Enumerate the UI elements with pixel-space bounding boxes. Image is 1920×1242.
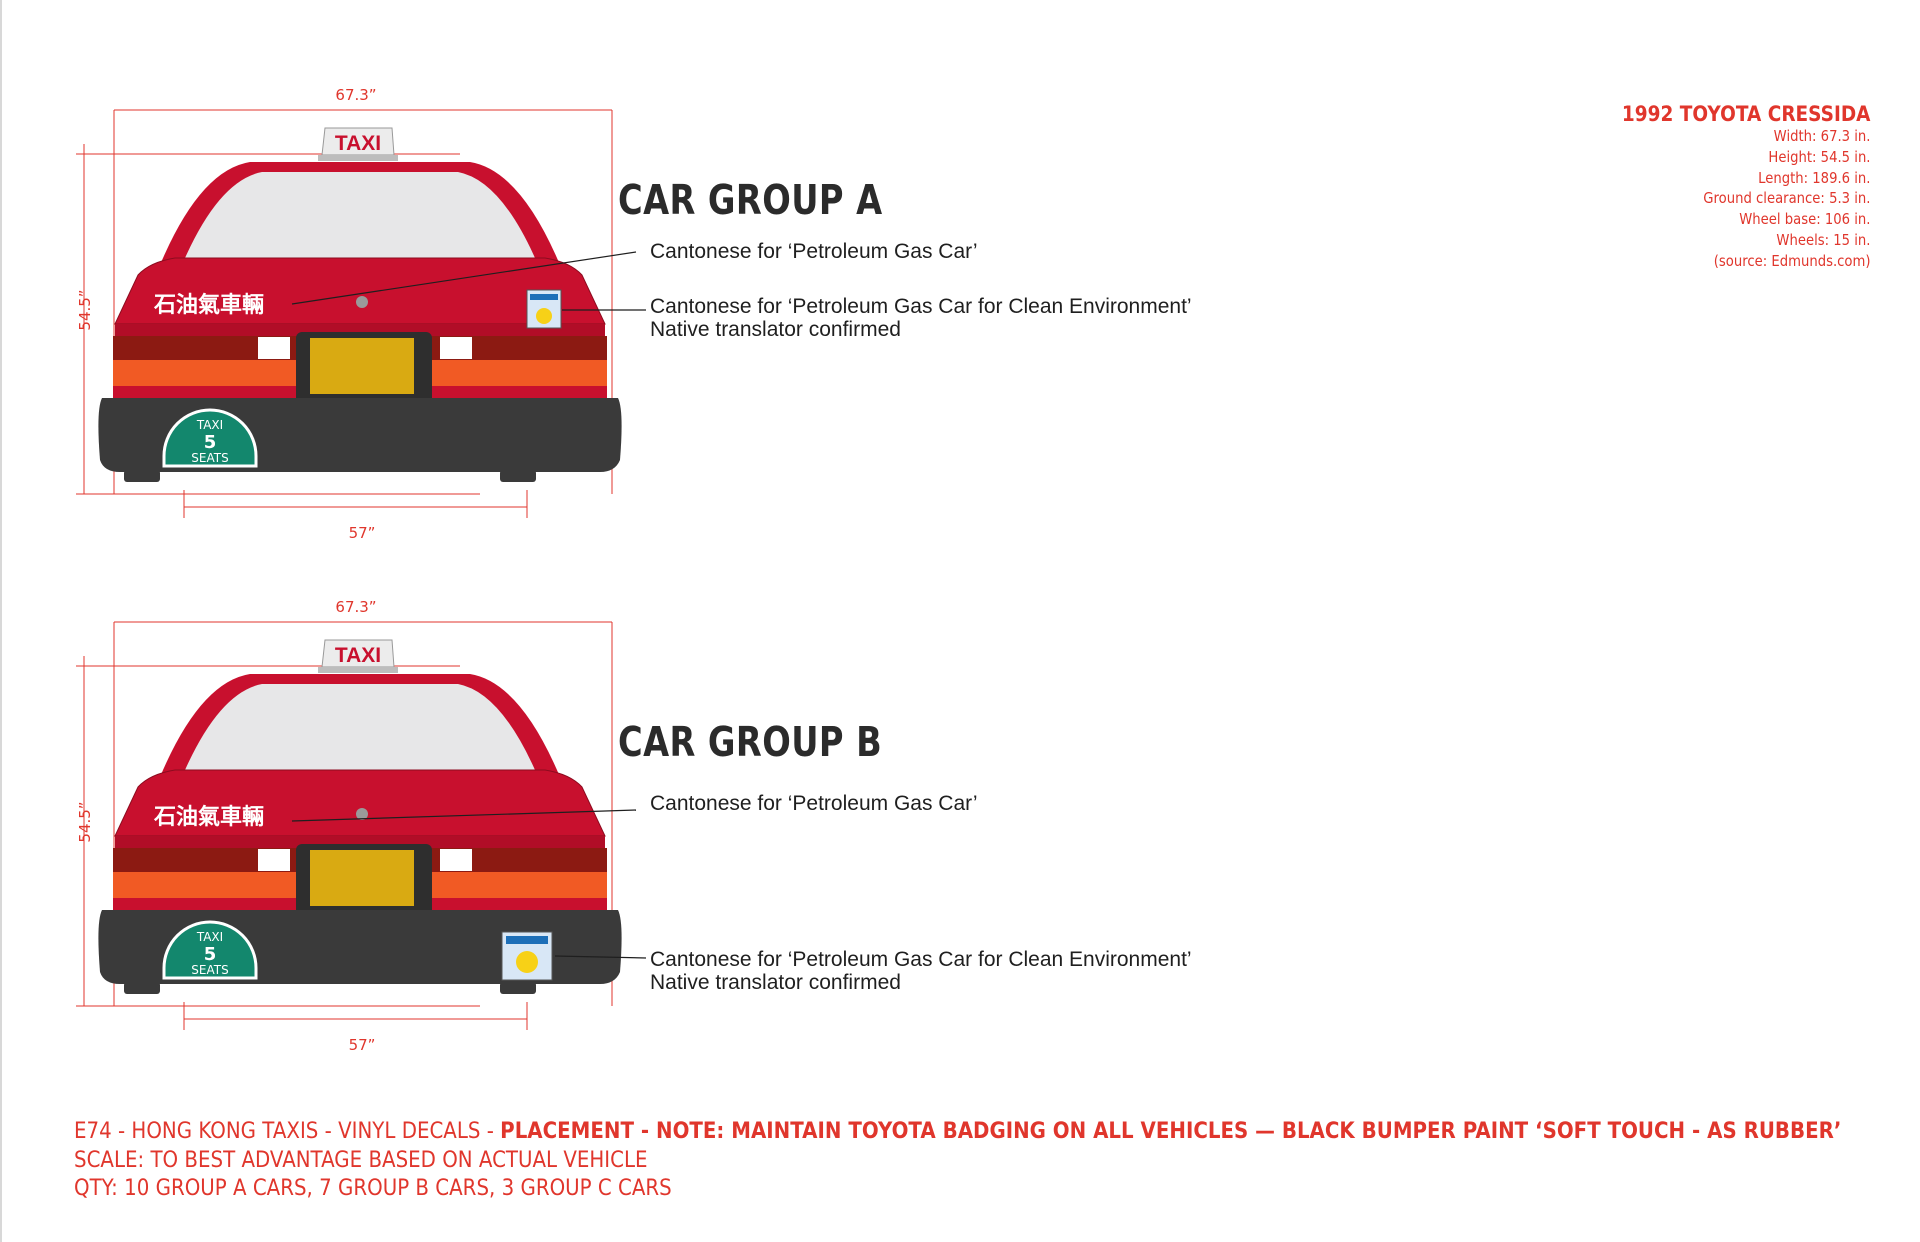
group-b-title: CAR GROUP B xyxy=(618,718,883,766)
roof-sign-text: TAXI xyxy=(335,644,381,667)
callout-text: Cantonese for ‘Petroleum Gas Car’ xyxy=(650,240,978,263)
license-plate xyxy=(310,850,414,906)
exhaust-left xyxy=(124,470,160,482)
exhaust-right xyxy=(500,470,536,482)
trunk-lid xyxy=(114,257,606,325)
vehicle-spec-block: 1992 TOYOTA CRESSIDA Width: 67.3 in. Hei… xyxy=(1588,102,1870,272)
roof-sign-base xyxy=(318,155,398,161)
reverse-light-right xyxy=(440,849,472,871)
spec-wheel-base: Wheel base: 106 in. xyxy=(1738,210,1870,229)
footer-notes: E74 - HONG KONG TAXIS - VINYL DECALS - P… xyxy=(74,1118,1841,1204)
badge-bottom-text: SEATS xyxy=(191,963,228,977)
footer-line-3: QTY: 10 GROUP A CARS, 7 GROUP B CARS, 3 … xyxy=(74,1176,672,1201)
callout-subtext: Native translator confirmed xyxy=(650,318,901,341)
taxi-rear-view: TAXI 石油氣車輛 TAXI 5 SEATS xyxy=(98,127,622,482)
spec-height: Height: 54.5 in. xyxy=(1767,147,1870,166)
track-dimension: 57” xyxy=(349,1036,376,1054)
reverse-light-left xyxy=(258,337,290,359)
license-plate xyxy=(310,338,414,394)
clean-environment-sticker xyxy=(501,931,553,981)
reverse-light-right xyxy=(440,337,472,359)
taxi-seats-badge: TAXI 5 SEATS xyxy=(162,408,258,468)
group-b-callout-gas-car: Cantonese for ‘Petroleum Gas Car’ xyxy=(650,792,978,815)
track-dimension: 57” xyxy=(349,524,376,542)
spec-title: 1992 TOYOTA CRESSIDA xyxy=(1621,102,1870,126)
rear-chinese-decal: 石油氣車輛 xyxy=(153,292,264,318)
group-a-callout-clean-env: Cantonese for ‘Petroleum Gas Car for Cle… xyxy=(650,295,1192,341)
car-group-a-illustration: 67.3” 54.5” 57” TAXI 石油氣車輛 xyxy=(76,86,646,542)
roof-sign-text: TAXI xyxy=(335,132,381,155)
trunk-lid xyxy=(114,769,606,837)
spec-ground-clearance: Ground clearance: 5.3 in. xyxy=(1702,189,1870,208)
height-dimension: 54.5” xyxy=(76,289,94,330)
rear-chinese-decal: 石油氣車輛 xyxy=(153,804,264,830)
trunk-edge xyxy=(115,324,605,338)
clean-environment-sticker xyxy=(526,289,562,329)
group-b-callout-clean-env: Cantonese for ‘Petroleum Gas Car for Cle… xyxy=(650,948,1192,994)
callout-subtext: Native translator confirmed xyxy=(650,971,901,994)
width-dimension: 67.3” xyxy=(335,598,376,616)
page-edge-rule xyxy=(0,0,2,1242)
callout-leaders xyxy=(291,251,646,311)
reverse-light-left xyxy=(258,849,290,871)
callout-leaders xyxy=(291,809,647,959)
group-a-title: CAR GROUP A xyxy=(618,176,883,224)
trunk-edge xyxy=(115,836,605,850)
exhaust-left xyxy=(124,982,160,994)
badge-number: 5 xyxy=(204,944,217,965)
spec-wheels: Wheels: 15 in. xyxy=(1775,230,1870,249)
footer-placement-note: PLACEMENT - NOTE: MAINTAIN TOYOTA BADGIN… xyxy=(500,1119,1842,1144)
roof-sign-base xyxy=(318,667,398,673)
trunk-lock-icon xyxy=(356,296,368,308)
taxi-seats-badge: TAXI 5 SEATS xyxy=(162,920,258,980)
badge-bottom-text: SEATS xyxy=(191,451,228,465)
car-group-b-illustration: 67.3” 54.5” 57” TAXI 石油氣車輛 TAXI xyxy=(76,598,647,1054)
group-a-callout-gas-car: Cantonese for ‘Petroleum Gas Car’ xyxy=(650,240,978,263)
badge-number: 5 xyxy=(204,432,217,453)
footer-line-1: E74 - HONG KONG TAXIS - VINYL DECALS - P… xyxy=(74,1118,1841,1147)
badge-top-text: TAXI xyxy=(196,418,223,432)
spec-source: (source: Edmunds.com) xyxy=(1713,251,1870,270)
footer-job-label: E74 - HONG KONG TAXIS - VINYL DECALS - xyxy=(74,1119,501,1144)
spec-width: Width: 67.3 in. xyxy=(1773,127,1870,145)
callout-text: Cantonese for ‘Petroleum Gas Car for Cle… xyxy=(650,295,1192,318)
exhaust-right xyxy=(500,982,536,994)
sun-icon xyxy=(516,951,538,973)
width-dimension: 67.3” xyxy=(335,86,376,104)
height-dimension: 54.5” xyxy=(76,801,94,842)
badge-top-text: TAXI xyxy=(196,930,223,944)
spec-length: Length: 189.6 in. xyxy=(1757,168,1870,187)
sun-icon xyxy=(536,308,552,324)
dimension-lines xyxy=(76,621,613,1030)
footer-line-2: SCALE: TO BEST ADVANTAGE BASED ON ACTUAL… xyxy=(74,1147,648,1173)
rear-window xyxy=(185,172,535,258)
trunk-lock-icon xyxy=(356,808,368,820)
callout-text: Cantonese for ‘Petroleum Gas Car for Cle… xyxy=(650,948,1192,971)
callout-text: Cantonese for ‘Petroleum Gas Car’ xyxy=(650,792,978,815)
taxi-rear-view: TAXI 石油氣車輛 TAXI 5 SEATS xyxy=(98,639,622,994)
rear-window xyxy=(185,684,535,770)
